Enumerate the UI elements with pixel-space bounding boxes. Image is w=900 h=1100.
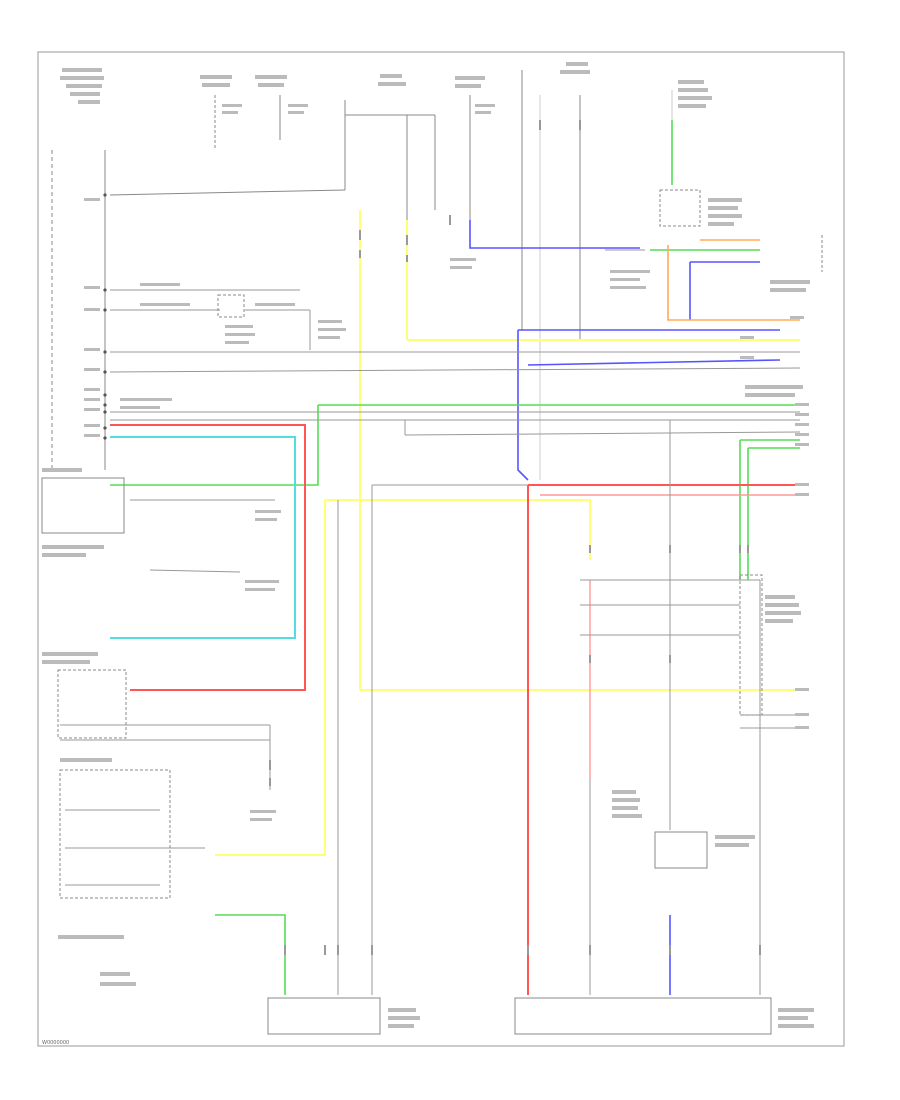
component-boxes: [41, 189, 823, 1035]
yellow-wires: [215, 210, 800, 856]
green-wires: [110, 120, 800, 995]
gray-wires: [60, 249, 801, 995]
right-terminal-labels: [388, 198, 814, 1028]
cyan-wires: [110, 436, 296, 639]
meter-labels: [60, 68, 104, 437]
orange-wires: [667, 239, 800, 321]
left-component-labels: [42, 258, 650, 986]
red-wires: [110, 424, 800, 995]
connector-ticks: [269, 120, 761, 955]
top-labels: [200, 62, 712, 114]
meter-pin-dots: [103, 193, 107, 440]
top-fuses: [109, 70, 673, 480]
diagram-frame: [37, 51, 845, 1047]
figure-code: W0000000: [42, 1040, 69, 1046]
blue-wires: [469, 220, 781, 995]
